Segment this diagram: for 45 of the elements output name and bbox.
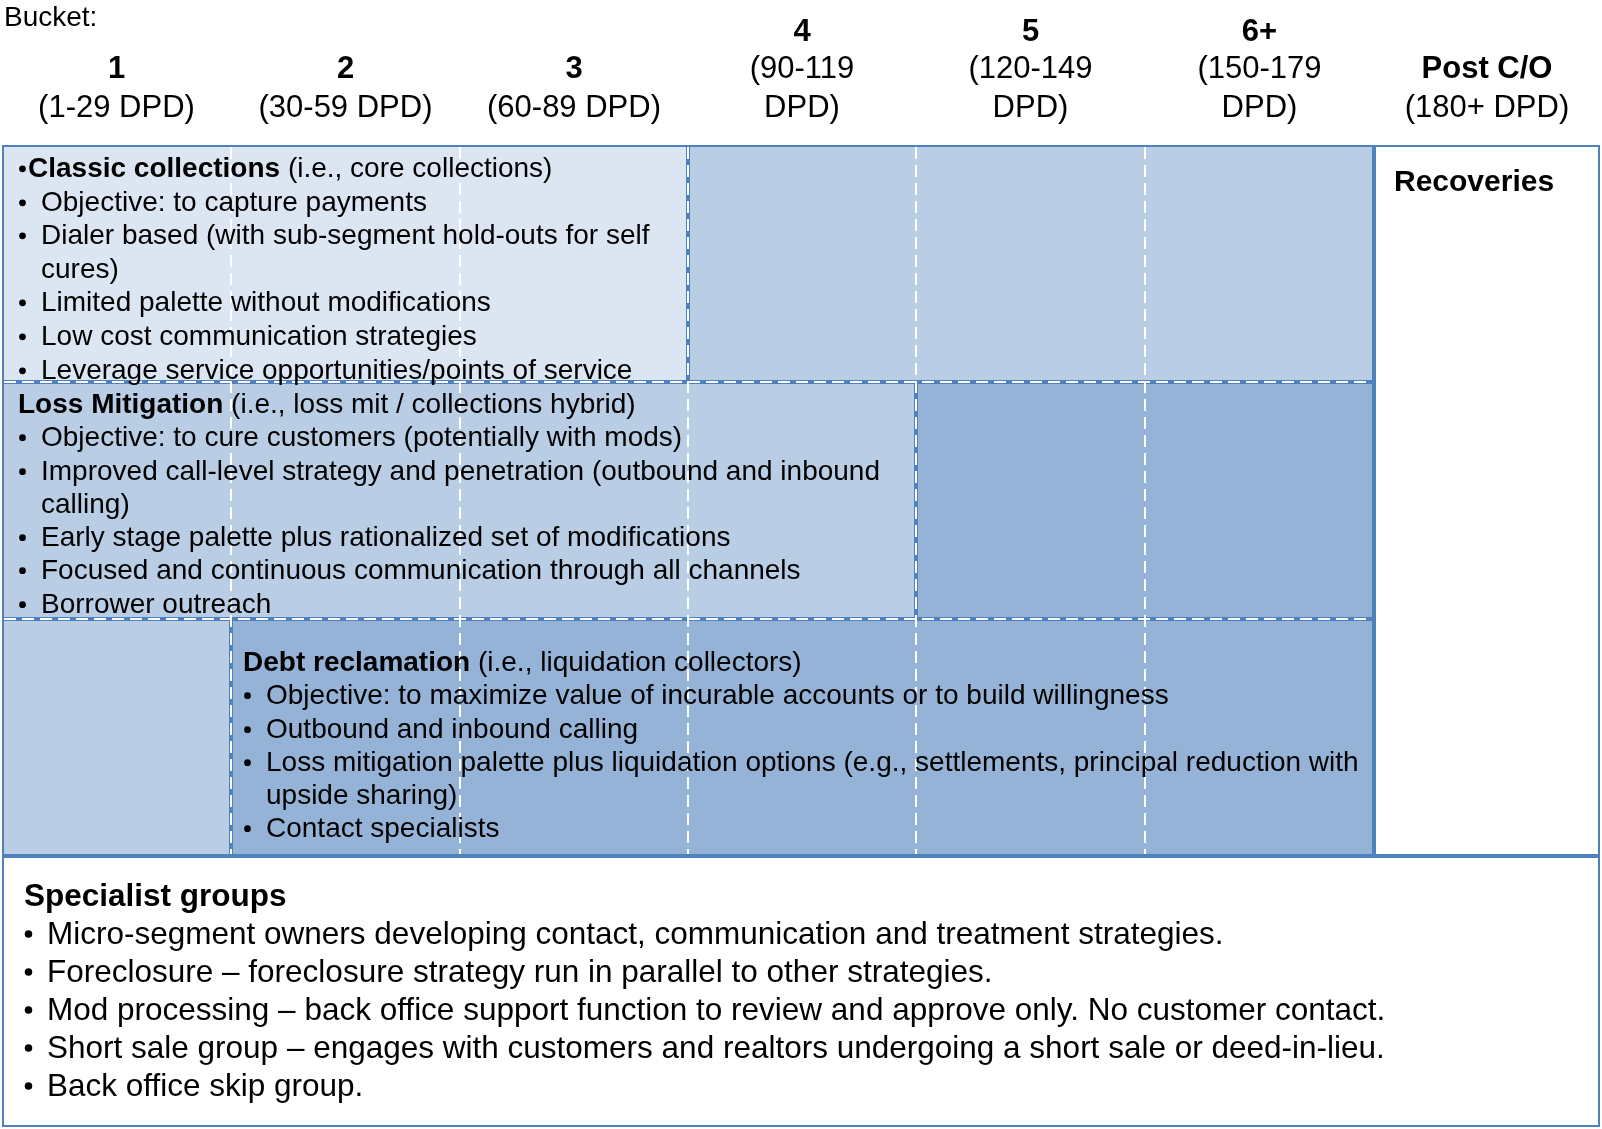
bucket-range: (150-179 DPD) (1196, 49, 1323, 126)
bucket-range: (90-119 DPD) (748, 49, 856, 126)
bullet-item: Objective: to capture payments (41, 184, 427, 219)
bullet-item: Micro-segment owners developing contact, communication and treatment strategies. (47, 914, 1224, 952)
bullet-item: Outbound and inbound calling (266, 711, 639, 745)
bullet-item: Dialer based (with sub-segment hold-outs for self cures) (41, 218, 651, 286)
segment-band (916, 382, 1374, 619)
segment-heading: Debt reclamation (i.e., liquidation collectors) (243, 645, 802, 679)
bucket-range: (1-29 DPD) (37, 88, 196, 126)
segment-box (2, 856, 1600, 1127)
bullet-item: Mod processing – back office support function to review and approve only. No customer contact. (47, 990, 1386, 1028)
bullet-item: Early stage palette plus rationalized set of modifications (41, 520, 731, 554)
bucket-range: (30-59 DPD) (257, 88, 434, 126)
bullet-item: Leverage service opportunities/points of service (41, 352, 633, 387)
bullet-item: Short sale group – engages with customers and realtors undergoing a short sale or deed-in-lieu. (47, 1028, 1385, 1066)
bucket-range: (180+ DPD) (1403, 88, 1571, 126)
bullet-item: Focused and continuous communication through all channels (41, 553, 801, 587)
bullet-item: Contact specialists (266, 811, 500, 845)
segment-box (231, 619, 1374, 856)
bucket-number: 3 (564, 49, 584, 87)
segment-heading: Classic collections (i.e., core collections) (28, 151, 553, 185)
segment-heading: Recoveries (1394, 163, 1555, 199)
segment-band (688, 145, 1374, 382)
axis-title: Bucket: (4, 0, 98, 34)
bullet-item: Limited palette without modifications (41, 285, 491, 319)
bullet-item: Low cost communication strategies (41, 318, 477, 353)
segment-heading: Specialist groups (24, 876, 287, 914)
bucket-number: 6+ (1240, 12, 1279, 50)
segment-box (1374, 145, 1600, 856)
bullet-item: Objective: to maximize value of incurable accounts or to build willingness (266, 678, 1169, 712)
bullet-item: Borrower outreach (41, 586, 272, 621)
bucket-range: (120-149 DPD) (967, 49, 1094, 126)
bullet-item: Foreclosure – foreclosure strategy run in parallel to other strategies. (47, 952, 993, 990)
bucket-number: Post C/O (1420, 49, 1554, 87)
bucket-number: 5 (1020, 12, 1041, 50)
bucket-number: 1 (106, 49, 127, 87)
bucket-number: 2 (335, 49, 356, 87)
bullet-item: Back office skip group. (47, 1066, 364, 1104)
bucket-number: 4 (792, 12, 812, 50)
bullet-item: Loss mitigation palette plus liquidation options (e.g., settlements, principal reduction with upside sharing) (266, 744, 1360, 812)
segment-heading: Loss Mitigation (i.e., loss mit / collections hybrid) (18, 387, 636, 421)
bullet-item: Objective: to cure customers (potentially with mods) (41, 420, 683, 454)
bucket-range: (60-89 DPD) (486, 88, 662, 126)
bullet-item: Improved call-level strategy and penetration (outbound and inbound calling) (41, 453, 881, 521)
segment-band (2, 619, 231, 856)
